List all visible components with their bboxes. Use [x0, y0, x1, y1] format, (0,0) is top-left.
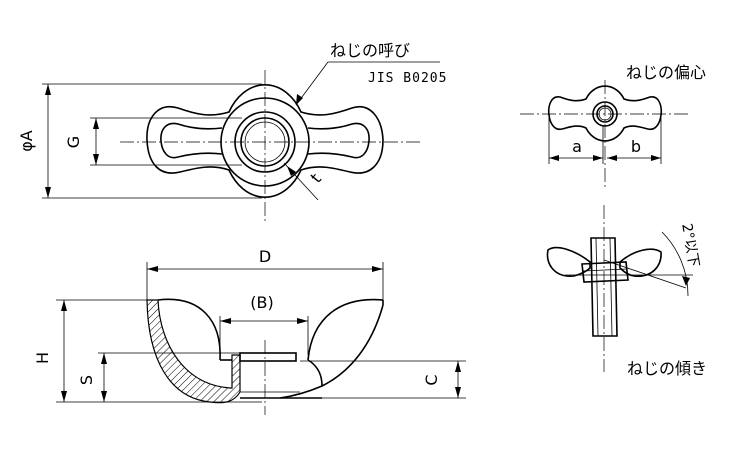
arrowhead — [220, 318, 231, 324]
jis-standard-label: JIS B0205 — [368, 71, 447, 86]
arrowhead — [296, 94, 303, 105]
right-cup-outline — [279, 304, 384, 399]
dim-b-label: b — [631, 137, 641, 156]
arrowhead — [593, 155, 603, 161]
front-view: D (B) H S C — [33, 247, 466, 415]
dim-C-label: C — [422, 374, 441, 385]
dim-H-label: H — [33, 352, 52, 364]
arrowhead — [101, 353, 107, 364]
arrowhead — [93, 154, 99, 165]
wing-outline — [146, 84, 384, 198]
eccentricity-nut-outline — [547, 85, 663, 142]
arrowhead — [101, 391, 107, 402]
arrowhead — [45, 187, 51, 198]
bolt-thread-line-right — [609, 237, 613, 337]
arrowhead — [455, 361, 461, 372]
arrowhead — [45, 84, 51, 95]
tilt-nut-body — [581, 261, 629, 283]
arrowhead — [147, 266, 158, 272]
arrowhead — [455, 387, 461, 398]
eccentricity-thread-circle — [596, 105, 614, 123]
dim-G-label: G — [64, 136, 83, 148]
arrowhead — [372, 266, 383, 272]
left-wing-slot — [160, 122, 223, 159]
arrowhead — [93, 118, 99, 129]
bolt-thread-line-left — [595, 237, 599, 337]
right-wing-lobe — [307, 298, 384, 361]
right-inner-curve — [307, 359, 323, 387]
eccentricity-view: ねじの偏心 a b — [520, 63, 706, 188]
hub-boss-circle — [234, 111, 296, 173]
dim-a-label: a — [572, 137, 582, 156]
boss-top — [239, 352, 297, 362]
arrowhead — [61, 300, 67, 311]
tilt-tolerance-label: 2°以下 — [678, 222, 701, 268]
thread-minor-circle — [244, 121, 286, 163]
arrowhead — [607, 155, 617, 161]
arrowhead — [61, 391, 67, 402]
arrowhead — [549, 155, 559, 161]
thread-major-circle — [240, 117, 290, 167]
eccentricity-boss-circle — [592, 101, 618, 127]
eccentricity-label: ねじの偏心 — [626, 63, 706, 82]
dim-D-label: D — [259, 247, 271, 266]
left-section-hatch — [146, 299, 241, 404]
arrowhead — [297, 318, 308, 324]
bolt-outline — [590, 237, 618, 337]
dim-t-label: t — [307, 170, 326, 187]
tilt-angle-line — [603, 259, 687, 289]
dim-S-label: S — [77, 375, 96, 385]
arrowhead — [682, 276, 690, 286]
dim-A-label: φA — [17, 130, 36, 152]
tilt-angle-arc — [661, 231, 689, 297]
arrowhead — [287, 166, 296, 176]
hub-outer-circle — [220, 97, 310, 187]
right-wing-slot — [307, 122, 370, 159]
thread-size-label: ねじの呼び — [330, 41, 410, 60]
eccentricity-thread-minor-circle — [598, 107, 612, 121]
tilt-view: 2°以下 ねじの傾き — [546, 205, 707, 378]
tilt-nut-body-line — [582, 268, 628, 272]
top-view: φA G ねじの呼び JIS B0205 t — [17, 41, 447, 222]
tilt-label: ねじの傾き — [627, 359, 707, 378]
arrowhead — [651, 155, 661, 161]
tilt-right-wing — [619, 248, 662, 277]
dim-B-label: (B) — [250, 293, 273, 312]
